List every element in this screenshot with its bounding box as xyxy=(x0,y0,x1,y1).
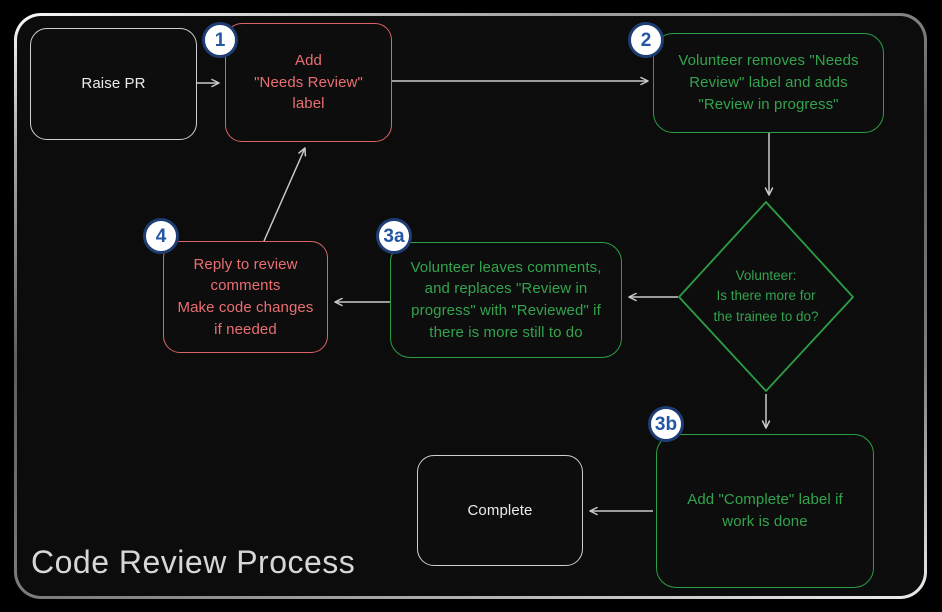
badge-step-3b: 3b xyxy=(648,406,684,442)
node-leaves-comments: Volunteer leaves comments, and replaces … xyxy=(390,242,622,358)
node-add-complete-label: Add "Complete" label if work is done xyxy=(656,434,874,588)
diagram-title: Code Review Process xyxy=(31,544,356,580)
badge-step-3a: 3a xyxy=(376,218,412,254)
edge-step4-to-step1 xyxy=(263,147,307,242)
node-add-needs-review-text: Add "Needs Review" label xyxy=(254,51,363,113)
node-decision-text: Volunteer: Is there more for the trainee… xyxy=(713,268,819,324)
node-reply-comments: Reply to review comments Make code chang… xyxy=(163,241,328,353)
node-add-needs-review-label: Add "Needs Review" label xyxy=(225,23,392,142)
badge-step-2: 2 xyxy=(628,22,664,58)
node-complete: Complete xyxy=(417,455,583,566)
badge-step-1: 1 xyxy=(202,22,238,58)
node-reply-comments-text: Reply to review comments Make code chang… xyxy=(177,255,314,338)
badge-step-4: 4 xyxy=(143,218,179,254)
node-add-complete-text: Add "Complete" label if work is done xyxy=(687,491,843,530)
node-decision-diamond: Volunteer: Is there more for the trainee… xyxy=(679,202,853,391)
node-volunteer-removes-label: Volunteer removes "Needs Review" label a… xyxy=(653,33,884,133)
node-raise-pr-label: Raise PR xyxy=(81,75,146,93)
decision-diamond-shape xyxy=(678,201,854,392)
node-leaves-comments-text: Volunteer leaves comments, and replaces … xyxy=(410,258,602,341)
node-raise-pr: Raise PR xyxy=(30,28,197,140)
node-complete-label: Complete xyxy=(467,501,533,519)
node-volunteer-removes-text: Volunteer removes "Needs Review" label a… xyxy=(678,52,859,113)
